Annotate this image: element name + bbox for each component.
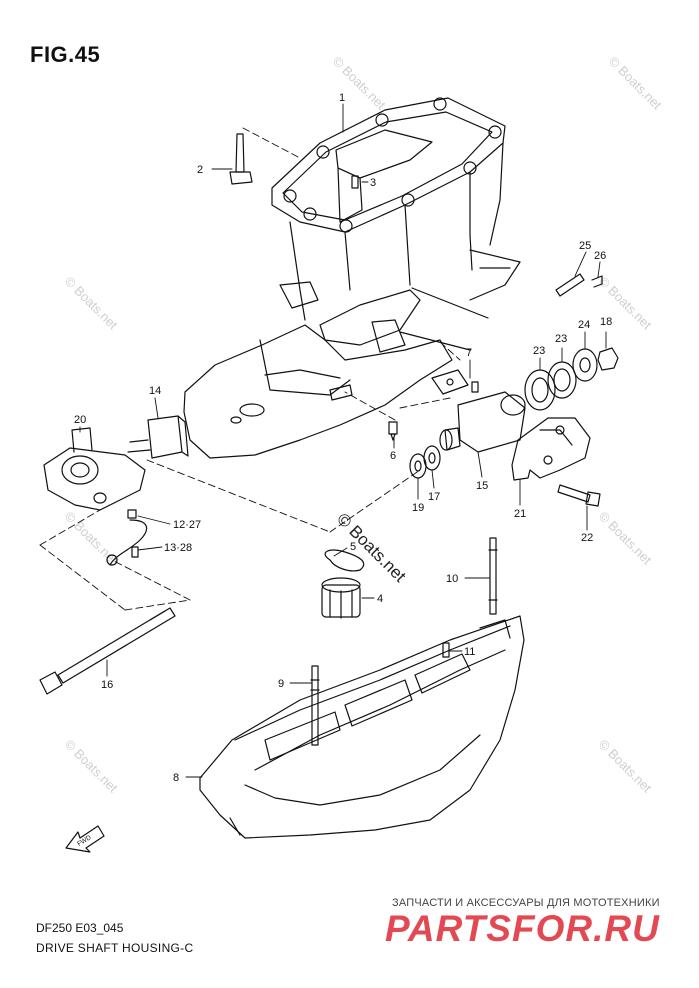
coupler	[439, 391, 526, 453]
clamp	[511, 417, 591, 481]
callout-9: 9	[278, 678, 284, 690]
watermark: © Boats.net	[62, 737, 121, 796]
clamp-plate	[431, 369, 479, 395]
callout-2: 2	[197, 164, 203, 176]
seal-ring	[553, 368, 571, 392]
callout-11: 11	[464, 646, 475, 658]
watermark: © Boats.net	[62, 274, 121, 333]
circlip	[324, 549, 365, 572]
leader-lines	[79, 103, 607, 778]
callout-20: 20	[74, 414, 86, 426]
forward-arrow-icon: FWD	[65, 825, 105, 853]
callout-25: 25	[579, 240, 591, 252]
clip	[591, 275, 603, 288]
washer	[414, 460, 422, 472]
callout-10: 10	[446, 573, 458, 585]
link-rod	[555, 273, 585, 297]
callout-3: 3	[370, 177, 376, 189]
screw	[388, 421, 398, 441]
lower-cover	[199, 615, 525, 839]
brand-logo[interactable]: PARTSFOR.RU	[385, 908, 660, 949]
washer	[572, 348, 598, 382]
brand-tagline: ЗАПЧАСТИ И АКСЕССУАРЫ ДЛЯ МОТОТЕХНИКИ	[392, 897, 660, 909]
stud	[310, 665, 320, 746]
washer	[428, 452, 436, 464]
callout-8: 8	[173, 772, 179, 784]
washer	[409, 453, 427, 479]
seal-ring	[531, 377, 549, 403]
pin	[442, 642, 450, 658]
diagram-caption: DRIVE SHAFT HOUSING-C	[36, 941, 194, 955]
callout-21: 21	[514, 508, 526, 520]
callout-23b: 23	[555, 333, 567, 345]
alignment-lines	[39, 127, 461, 611]
grounding-wire	[106, 509, 148, 566]
connector	[127, 415, 189, 459]
bolt	[229, 133, 253, 185]
callout-15: 15	[476, 480, 488, 492]
seal-ring	[547, 361, 577, 399]
callouts: 1 2 3 4 5 6 7 8 9 10 11 12·27 13·28 14 1…	[74, 92, 612, 784]
callout-24: 24	[578, 319, 590, 331]
callout-7: 7	[466, 347, 472, 359]
stud	[488, 537, 498, 615]
callout-17: 17	[428, 491, 440, 503]
callout-14: 14	[149, 385, 161, 397]
watermark-group: © Boats.net © Boats.net © Boats.net © Bo…	[62, 54, 665, 796]
callout-12-27: 12·27	[173, 519, 201, 531]
nut	[597, 347, 619, 371]
callout-16: 16	[101, 679, 113, 691]
callout-13-28: 13·28	[164, 542, 192, 554]
watermark: © Boats.net	[606, 54, 665, 113]
washer	[579, 357, 591, 373]
callout-26: 26	[594, 250, 606, 262]
callout-1: 1	[339, 92, 345, 104]
mount-bracket	[43, 427, 146, 511]
watermark-center: © Boats.net	[333, 509, 410, 586]
figure-title: FIG.45	[30, 42, 101, 67]
callout-19: 19	[412, 502, 424, 514]
callout-22: 22	[581, 532, 593, 544]
watermark: © Boats.net	[596, 509, 655, 568]
diagram-code: DF250 E03_045	[36, 921, 124, 935]
long-bolt	[39, 607, 176, 695]
drive-shaft-housing	[183, 97, 521, 459]
watermark: © Boats.net	[596, 737, 655, 796]
bushing	[321, 577, 361, 619]
clamp-bolt	[557, 484, 601, 507]
callout-23a: 23	[533, 345, 545, 357]
callout-6: 6	[390, 450, 396, 462]
watermark: © Boats.net	[62, 509, 121, 568]
callout-4: 4	[377, 593, 383, 605]
callout-5: 5	[350, 541, 356, 553]
callout-18: 18	[600, 316, 612, 328]
dowel-pin	[351, 175, 359, 189]
